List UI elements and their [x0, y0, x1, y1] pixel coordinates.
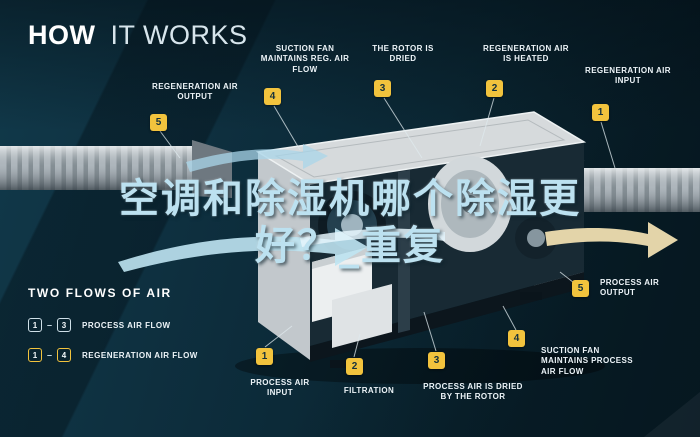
- step-badge-process-1: 1: [256, 348, 273, 365]
- legend-row-regeneration-air-flow: 1 – 4 REGENERATION AIR FLOW: [28, 348, 198, 362]
- step-badge-regeneration-4: 4: [264, 88, 281, 105]
- duct-air-arrow-blue: [186, 144, 328, 172]
- step-badge-process-4: 4: [508, 330, 525, 347]
- desiccant-rotor: [428, 156, 512, 252]
- legend-label-regeneration-air-flow: REGENERATION AIR FLOW: [82, 350, 198, 360]
- step-badge-regeneration-1: 1: [592, 104, 609, 121]
- interior-air-arrow-blue: [300, 228, 445, 247]
- label-process-air-input: PROCESS AIR INPUT: [250, 378, 310, 398]
- label-suction-fan-reg-air-flow: SUCTION FAN MAINTAINS REG. AIR FLOW: [260, 44, 350, 74]
- watermark-line-2: 好？_重复: [255, 222, 445, 269]
- corner-accent: [644, 392, 700, 437]
- divider-panel: [398, 170, 410, 333]
- legend-dash: –: [47, 350, 53, 360]
- page-title-bold: HOW: [28, 20, 96, 50]
- label-regeneration-air-heated: REGENERATION AIR IS HEATED: [483, 44, 569, 64]
- label-filtration: FILTRATION: [343, 386, 395, 395]
- label-rotor-is-dried: THE ROTOR IS DRIED: [372, 44, 434, 64]
- step-badge-regeneration-2: 2: [486, 80, 503, 97]
- legend-label-process-air-flow: PROCESS AIR FLOW: [82, 320, 171, 330]
- label-regeneration-air-output: REGENERATION AIR OUTPUT: [152, 82, 238, 102]
- step-badge-process-5: 5: [572, 280, 589, 297]
- connector-lines: [159, 97, 616, 358]
- legend-badge-start: 1: [28, 348, 42, 362]
- label-process-air-output: PROCESS AIR OUTPUT: [600, 278, 660, 298]
- label-suction-fan-process-air-flow: SUCTION FAN MAINTAINS PROCESS AIR FLOW: [541, 346, 633, 376]
- regeneration-air-arrow-tan: [545, 222, 678, 258]
- label-regeneration-air-input: REGENERATION AIR INPUT: [585, 66, 671, 86]
- legend-row-process-air-flow: 1 – 3 PROCESS AIR FLOW: [28, 318, 171, 332]
- regeneration-fan: [515, 217, 557, 259]
- page-title: HOW IT WORKS: [28, 20, 248, 51]
- step-badge-regeneration-5: 5: [150, 114, 167, 131]
- legend-badge-end: 4: [57, 348, 72, 362]
- page-title-light: IT WORKS: [110, 20, 248, 50]
- airflow-arrows: [118, 144, 678, 272]
- legend-dash: –: [47, 320, 53, 330]
- step-badge-process-2: 2: [346, 358, 363, 375]
- step-badge-process-3: 3: [428, 352, 445, 369]
- watermark-text: 空调和除湿机哪个除湿更 好？_重复: [0, 176, 700, 270]
- legend-badge-start: 1: [28, 318, 42, 332]
- legend-title: TWO FLOWS OF AIR: [28, 286, 172, 300]
- left-duct: [0, 140, 232, 198]
- legend-badge-end: 3: [57, 318, 72, 332]
- step-badge-regeneration-3: 3: [374, 80, 391, 97]
- label-process-air-dried-by-rotor: PROCESS AIR IS DRIED BY THE ROTOR: [423, 382, 523, 402]
- watermark-line-1: 空调和除湿机哪个除湿更: [119, 176, 581, 222]
